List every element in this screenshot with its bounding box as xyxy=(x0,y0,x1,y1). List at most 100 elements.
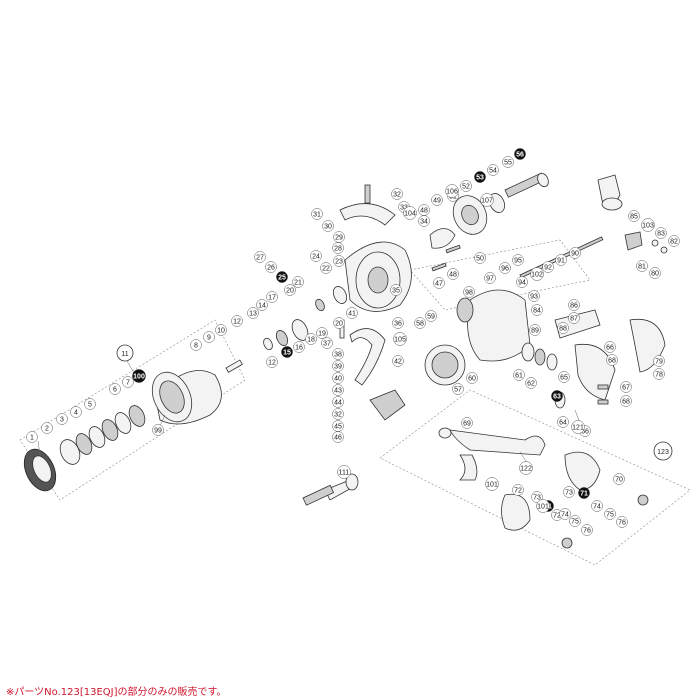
part-number-circle xyxy=(305,333,317,345)
part-number: 17 xyxy=(268,295,276,302)
part-number-callout: 82 xyxy=(668,235,680,247)
part-number-callout: 102 xyxy=(530,267,544,281)
side-cap-assembly xyxy=(597,174,668,254)
part-number: 13 xyxy=(249,311,257,318)
part-number-callout: 103 xyxy=(641,218,655,232)
part-number-callout: 17 xyxy=(266,291,278,303)
part-number: 30 xyxy=(324,224,332,231)
part-number: 64 xyxy=(559,420,567,427)
part-number-callout: 93 xyxy=(528,290,540,302)
part-number-callout: 72 xyxy=(512,484,524,496)
spool-assembly xyxy=(23,359,243,492)
part-number-circle xyxy=(525,377,537,389)
part-number-circle xyxy=(41,422,53,434)
part-number-callout: 32 xyxy=(391,188,403,200)
part-number-circle xyxy=(316,327,328,339)
part-number: 56 xyxy=(516,152,524,159)
part-number-callout: 47 xyxy=(433,277,445,289)
part-number-callout: 83 xyxy=(655,227,667,239)
part-number-callout: 74 xyxy=(591,500,603,512)
part-number-circle xyxy=(122,376,134,388)
group-label-123-text: 123 xyxy=(657,449,669,456)
part-number: 69 xyxy=(463,421,471,428)
part-number-callout: 59 xyxy=(425,310,437,322)
part-number-callout: 92 xyxy=(542,261,554,273)
part-number-circle xyxy=(606,354,618,366)
part-number-circle xyxy=(466,372,478,384)
part-number-circle xyxy=(563,486,575,498)
part-number-circle xyxy=(322,220,334,232)
part-number-circle xyxy=(649,267,661,279)
part-number-callout: 13 xyxy=(247,307,259,319)
part-number-callout: 12 xyxy=(231,315,243,327)
part-number: 103 xyxy=(642,223,654,230)
part-number: 20 xyxy=(286,288,294,295)
part-number: 37 xyxy=(323,341,331,348)
part-number: 93 xyxy=(530,294,538,301)
part-number-circle xyxy=(320,262,332,274)
part-number-callout: 63 xyxy=(551,390,563,402)
part-number: 74 xyxy=(561,512,569,519)
part-number: 5 xyxy=(88,402,92,409)
handle-assembly xyxy=(302,427,649,549)
part-number: 59 xyxy=(427,314,435,321)
part-number-callout: 76 xyxy=(616,516,628,528)
part-number-callout: 100 xyxy=(132,369,146,383)
part-number: 27 xyxy=(256,255,264,262)
part-number-circle xyxy=(425,310,437,322)
part-number: 95 xyxy=(514,258,522,265)
part-number-circle xyxy=(292,276,304,288)
part-number-circle xyxy=(333,317,345,329)
part-number-circle xyxy=(559,508,571,520)
part-number-callout: 89 xyxy=(529,324,541,336)
part-number-circle xyxy=(284,284,296,296)
part-number-circle xyxy=(254,251,266,263)
part-number-circle xyxy=(620,395,632,407)
part-number-circle xyxy=(109,383,121,395)
part-number: 22 xyxy=(322,266,330,273)
part-number-circle xyxy=(530,267,544,281)
part-number-circle xyxy=(512,254,524,266)
part-number-circle xyxy=(215,324,227,336)
part-number: 57 xyxy=(454,387,462,394)
part-number-circle xyxy=(569,247,581,259)
part-number-circle xyxy=(557,416,569,428)
part-number-circle xyxy=(56,413,68,425)
footer-note: ※パーツNo.123[13EQJ]の部分のみの販売です。 xyxy=(6,687,227,698)
part-number: 43 xyxy=(334,388,342,395)
part-number-callout: 28 xyxy=(332,242,344,254)
part-number: 25 xyxy=(278,275,286,282)
part-number-circle xyxy=(620,381,632,393)
part-number-callout: 14 xyxy=(256,299,268,311)
part-number-callout: 44 xyxy=(332,396,344,408)
part-number-callout: 26 xyxy=(265,261,277,273)
part-number-circle xyxy=(310,250,322,262)
part-number: 73 xyxy=(533,495,541,502)
part-number-callout: 16 xyxy=(293,341,305,353)
part-number: 60 xyxy=(468,376,476,383)
part-number-circle xyxy=(460,180,472,192)
part-number-circle xyxy=(433,277,445,289)
part-number-circle xyxy=(332,348,344,360)
part-number-callout: 71 xyxy=(578,487,590,499)
part-number: 2 xyxy=(45,426,49,433)
part-number-callout: 66 xyxy=(604,341,616,353)
part-number-callout: 95 xyxy=(512,254,524,266)
part-number-callout: 75 xyxy=(569,515,581,527)
part-number: 36 xyxy=(394,321,402,328)
part-number-circle xyxy=(604,341,616,353)
part-number-callout: 46 xyxy=(332,431,344,443)
part-number: 90 xyxy=(571,251,579,258)
part-number-callout: 21 xyxy=(292,276,304,288)
part-number-callout: 19 xyxy=(316,327,328,339)
part-number-circle xyxy=(418,204,430,216)
part-number: 55 xyxy=(504,160,512,167)
part-number: 23 xyxy=(335,259,343,266)
part-number: 104 xyxy=(404,211,416,218)
part-number: 7 xyxy=(126,380,130,387)
part-number-circle xyxy=(581,524,593,536)
part-number: 78 xyxy=(655,372,663,379)
part-number: 105 xyxy=(394,337,406,344)
part-number: 39 xyxy=(334,364,342,371)
part-number-callout: 32 xyxy=(332,408,344,420)
